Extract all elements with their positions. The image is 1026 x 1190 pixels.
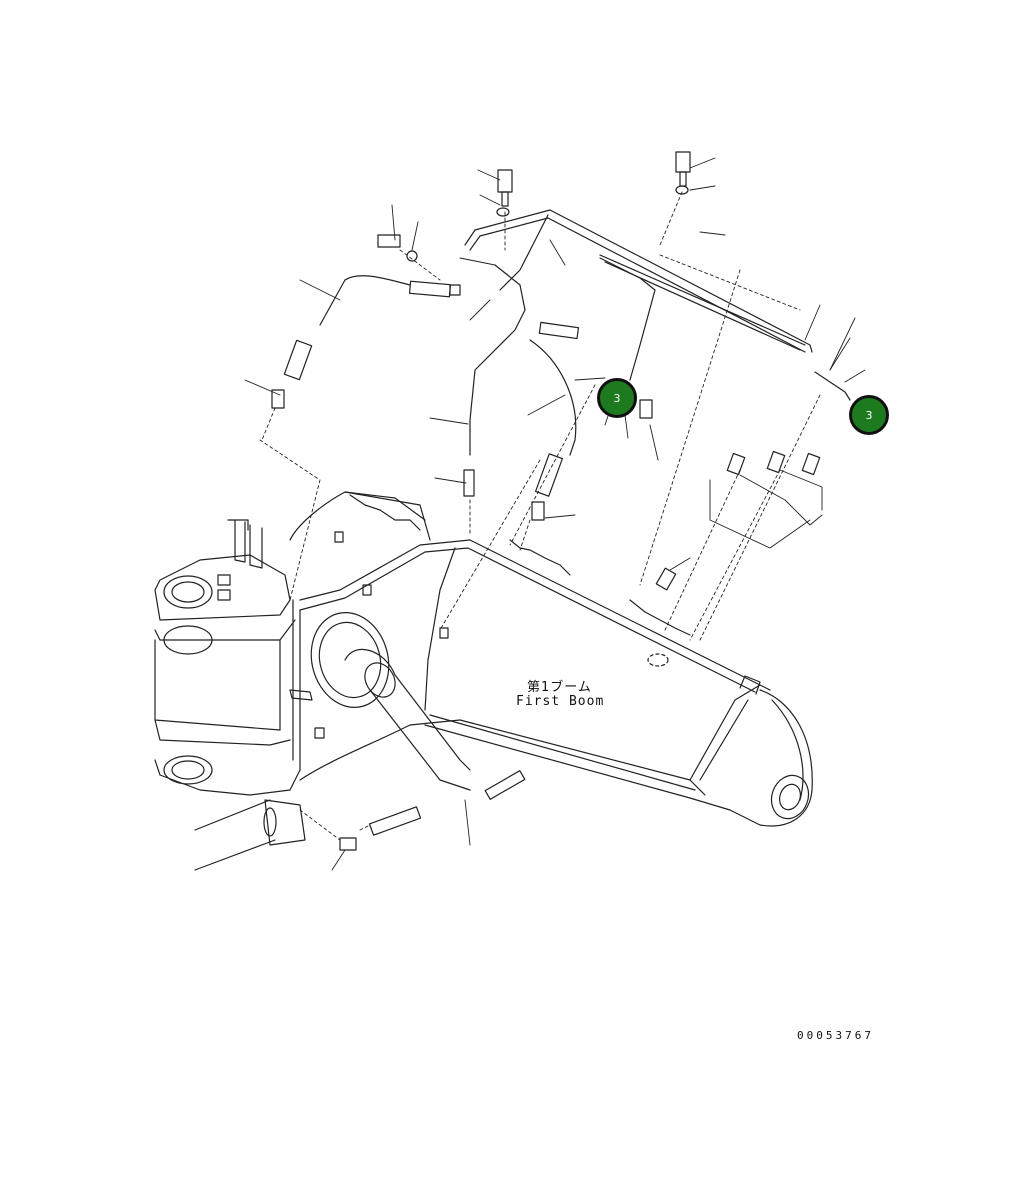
callout-badge-1[interactable]: 3	[597, 378, 637, 418]
leader-lines	[244, 157, 866, 871]
assembly-lines	[259, 191, 821, 841]
pipe-lines	[319, 209, 851, 456]
drawing-code: 00053767	[797, 1029, 874, 1042]
fittings	[271, 151, 821, 851]
callout-number: 3	[613, 391, 621, 405]
boom-body	[289, 491, 813, 827]
callout-number: 3	[865, 408, 873, 422]
callout-badge-2[interactable]: 3	[849, 395, 889, 435]
boom-foot	[154, 519, 313, 871]
part-label-japanese: 第1ブーム	[527, 680, 592, 695]
part-label-english: First Boom	[516, 694, 605, 709]
